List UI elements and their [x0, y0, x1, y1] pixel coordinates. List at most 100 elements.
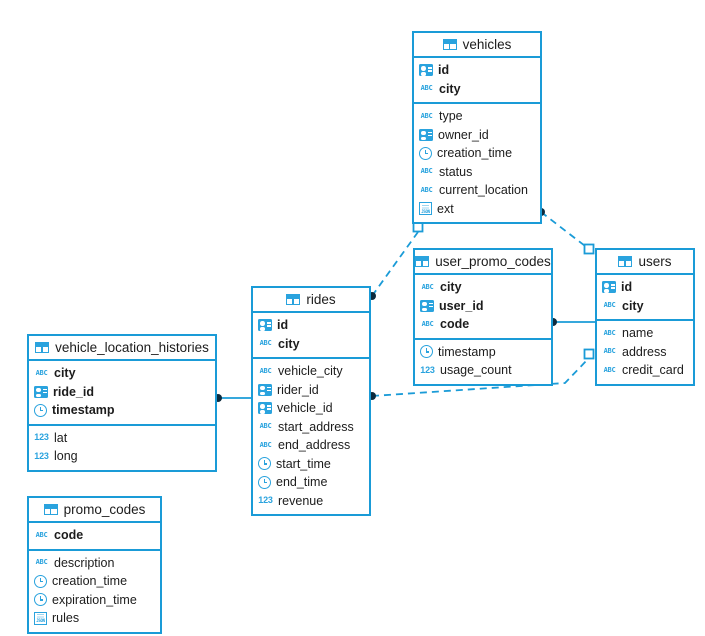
column-name: creation_time: [437, 146, 513, 160]
column-name: id: [277, 318, 289, 332]
column-row-vehicles-creation_time[interactable]: creation_time: [414, 144, 540, 163]
table-header-user_promo_codes[interactable]: user_promo_codes: [415, 250, 551, 275]
column-name: end_time: [276, 475, 328, 489]
table-header-promo_codes[interactable]: promo_codes: [29, 498, 160, 523]
column-name: owner_id: [438, 127, 489, 142]
column-row-promo_codes-creation_time[interactable]: creation_time: [29, 572, 160, 591]
column-name: city: [278, 336, 300, 351]
column-name: credit_card: [622, 363, 684, 377]
number-type-icon: 123: [420, 364, 435, 375]
column-name: ride_id: [53, 384, 94, 399]
table-header-users[interactable]: users: [597, 250, 693, 275]
relationship-endpoint-square: [583, 348, 595, 360]
table-header-vehicles[interactable]: vehicles: [414, 33, 540, 58]
column-row-vehicles-owner_id[interactable]: owner_id: [414, 126, 540, 145]
column-name: end_address: [278, 438, 351, 452]
string-type-icon: ABC: [35, 558, 48, 567]
column-name: start_address: [278, 419, 354, 434]
column-name: status: [439, 164, 473, 179]
clock-type-icon: [34, 403, 47, 417]
column-name: rules: [52, 611, 80, 625]
key-column-icon: [34, 385, 48, 398]
string-type-icon: ABC: [603, 301, 616, 310]
column-name: vehicle_city: [278, 364, 343, 378]
column-name: expiration_time: [52, 592, 137, 607]
column-row-rides-id[interactable]: id: [253, 316, 369, 335]
column-name: ext: [437, 201, 454, 216]
relationship-rel-vlh-rides[interactable]: [214, 394, 251, 402]
string-type-icon: ABC: [35, 368, 48, 377]
column-row-user_promo_codes-user_id[interactable]: user_id: [415, 297, 551, 316]
string-type-icon: ABC: [259, 339, 272, 348]
relationship-endpoint-square: [583, 243, 595, 255]
column-row-promo_codes-expiration_time[interactable]: expiration_time: [29, 591, 160, 610]
column-row-vehicles-id[interactable]: id: [414, 61, 540, 80]
relationship-line: [371, 231, 419, 297]
table-grid-icon: [286, 294, 301, 305]
column-row-vehicles-ext[interactable]: ext: [414, 200, 540, 219]
column-row-promo_codes-rules[interactable]: rules: [29, 609, 160, 628]
column-name: timestamp: [52, 403, 115, 417]
column-row-rides-rider_id[interactable]: rider_id: [253, 381, 369, 400]
column-row-rides-vehicle_id[interactable]: vehicle_id: [253, 399, 369, 418]
table-name: rides: [306, 292, 336, 307]
relationship-rel-upc-users[interactable]: [549, 318, 595, 326]
table-header-rides[interactable]: rides: [253, 288, 369, 313]
column-name: city: [622, 298, 644, 313]
column-row-rides-end_time[interactable]: end_time: [253, 473, 369, 492]
column-row-vehicle_location_histories-ride_id[interactable]: ride_id: [29, 383, 215, 402]
table-header-vehicle_location_histories[interactable]: vehicle_location_histories: [29, 336, 215, 361]
table-name: users: [638, 254, 672, 269]
column-row-vehicle_location_histories-timestamp[interactable]: timestamp: [29, 401, 215, 420]
clock-type-icon: [34, 574, 47, 588]
column-row-user_promo_codes-timestamp[interactable]: timestamp: [415, 343, 551, 362]
string-type-icon: ABC: [420, 84, 433, 93]
table-grid-icon: [415, 256, 430, 267]
string-type-icon: ABC: [421, 282, 434, 291]
relationship-rel-vehicles-users[interactable]: [537, 208, 595, 255]
column-row-users-city[interactable]: ABC city: [597, 297, 693, 316]
column-name: description: [54, 555, 115, 570]
key-column-icon: [258, 383, 272, 396]
column-name: current_location: [439, 183, 528, 197]
column-row-rides-start_time[interactable]: start_time: [253, 455, 369, 474]
column-name: rider_id: [277, 382, 319, 397]
string-type-icon: ABC: [603, 328, 616, 337]
number-type-icon: 123: [34, 432, 49, 443]
column-row-promo_codes-description[interactable]: ABC description: [29, 554, 160, 573]
column-row-users-id[interactable]: id: [597, 278, 693, 297]
column-row-rides-city[interactable]: ABC city: [253, 335, 369, 354]
key-column-icon: [419, 128, 433, 141]
